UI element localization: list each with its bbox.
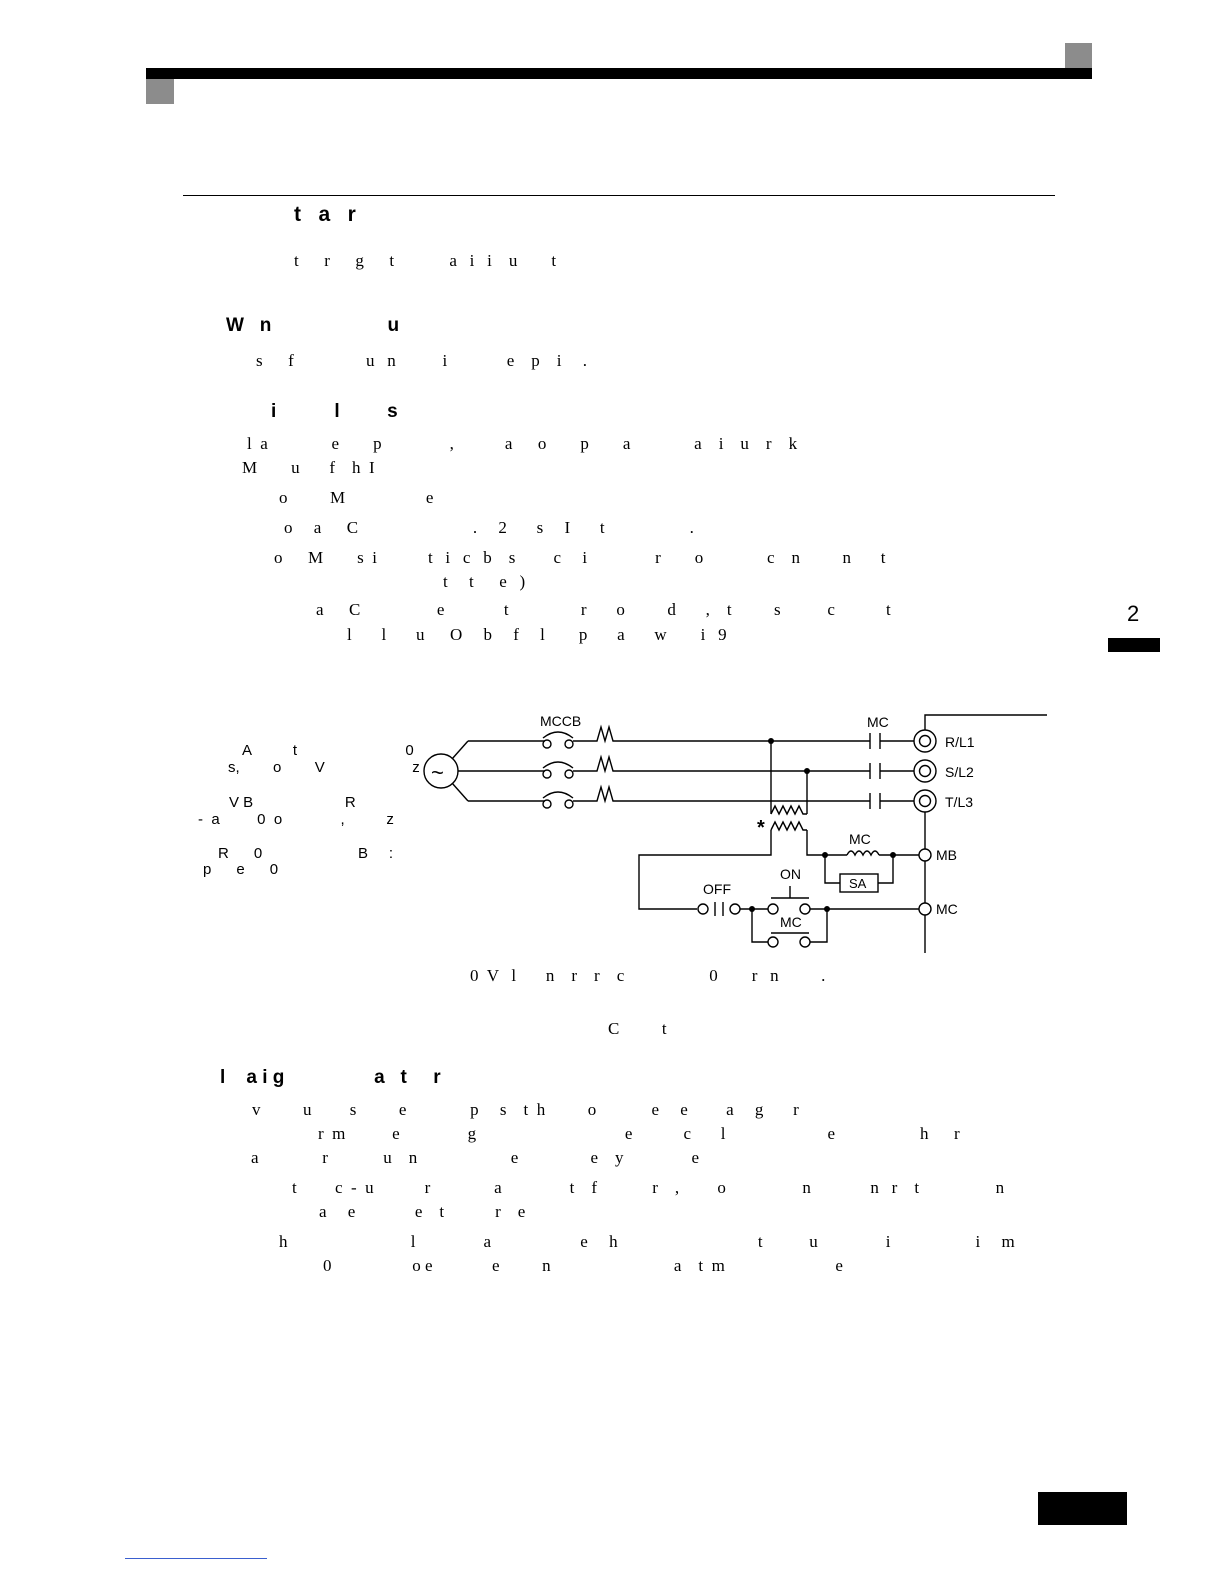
i-line-6: t t e ) <box>443 572 526 591</box>
header-bar <box>146 68 1092 79</box>
subheading-w: W n u <box>226 315 400 336</box>
terminal-mc-icon <box>918 902 932 916</box>
mc-main-contacts-icon <box>869 733 914 809</box>
header-corner-square-left <box>146 79 174 104</box>
section-title: t a r <box>294 203 356 226</box>
wiring-diagram: MCCB MC R/L1 S/L2 T/L3 * MC SA MB ON OFF… <box>423 713 1047 953</box>
l-line-3: a r u n e e y e <box>251 1148 700 1167</box>
terminal-icon <box>913 729 937 813</box>
l-line-2: r m e g e c l e h r <box>318 1124 960 1143</box>
l-line-4: t c - u r a t f r , o n n r t n <box>292 1178 1005 1197</box>
diagram-left-label-5: R 0 B : <box>218 845 394 862</box>
asterisk-label: * <box>757 817 765 839</box>
l-line-5: a e e t r e <box>319 1202 526 1221</box>
subheading-l: l a i g a t r <box>220 1067 441 1088</box>
i-line-1: l a e p , a o p a a i u r k <box>247 434 798 453</box>
diagram-left-label-1: A t 0 <box>242 742 414 759</box>
mc-coil-label: MC <box>849 831 871 847</box>
subheading-i: i l s <box>271 401 398 422</box>
header-corner-square-right <box>1065 43 1092 68</box>
diagram-left-label-6: p e 0 <box>203 861 279 878</box>
l-line-6: h l a e h t u i i m <box>279 1232 1015 1251</box>
i-line-7: a C e t r o d , t s c t <box>316 600 891 619</box>
mc-coil-icon <box>846 850 880 857</box>
i-line-8: l l u O b f l p a w i 9 <box>347 625 727 644</box>
i-line-2: M u f h I <box>242 458 375 477</box>
control-transformer-icon <box>770 804 807 832</box>
i-line-5: o M s i t i c b s c i r o c n n t <box>274 548 886 567</box>
on-button-icon <box>767 886 811 915</box>
diagram-note: 0 V l n r r c 0 r n . <box>470 966 826 985</box>
chapter-tab <box>1108 638 1160 652</box>
section-rule <box>183 195 1055 196</box>
mb-label: MB <box>936 847 957 863</box>
on-label: ON <box>780 866 801 882</box>
i-line-4: o a C . 2 s I t . <box>284 518 694 537</box>
i-line-3: o M e <box>279 488 434 507</box>
mc-top-label: MC <box>867 714 889 730</box>
mccb-label: MCCB <box>540 713 581 729</box>
mc-contact-label: MC <box>780 914 802 930</box>
l-line-7: 0 o e e n a t m e <box>323 1256 843 1275</box>
mc-terminal-label: MC <box>936 901 958 917</box>
thermal-element-icon <box>573 724 870 804</box>
mccb-breaker-icon <box>542 731 574 809</box>
figure-caption: C t <box>608 1019 667 1038</box>
terminal-r-label: R/L1 <box>945 734 975 750</box>
ac-symbol: ~ <box>431 760 444 785</box>
surge-absorber-icon <box>839 873 879 893</box>
terminal-s-label: S/L2 <box>945 764 974 780</box>
diagram-left-label-3: V B R <box>229 794 356 811</box>
chapter-number: 2 <box>1127 601 1140 626</box>
off-button-icon <box>697 902 741 916</box>
terminal-t-label: T/L3 <box>945 794 973 810</box>
footer-link-line <box>125 1558 267 1559</box>
sa-label: SA <box>849 876 867 891</box>
off-label: OFF <box>703 881 731 897</box>
intro-text: t r g t a i i u t <box>294 251 557 270</box>
w-paragraph: s f u n i e p i . <box>256 351 588 370</box>
page-number-box <box>1038 1492 1127 1525</box>
diagram-left-label-2: s, o V z <box>228 759 420 776</box>
diagram-left-label-4: - a 0 o , z <box>198 811 394 828</box>
mc-holding-contact-icon <box>767 932 811 948</box>
terminal-mb-icon <box>918 848 932 862</box>
l-line-1: v u s e p s t h o e e a g r <box>252 1100 799 1119</box>
